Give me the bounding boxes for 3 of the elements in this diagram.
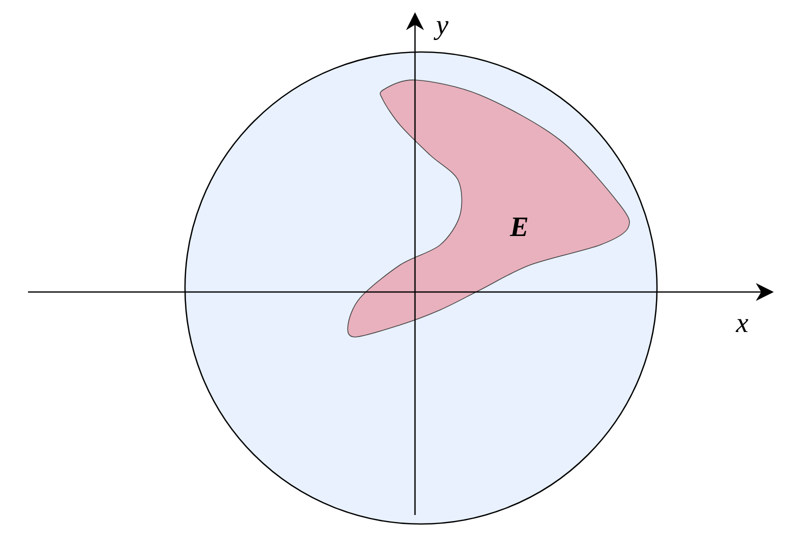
axis-label: y [436, 12, 448, 40]
axis-label: x [736, 310, 748, 338]
region-label: E [510, 214, 529, 242]
